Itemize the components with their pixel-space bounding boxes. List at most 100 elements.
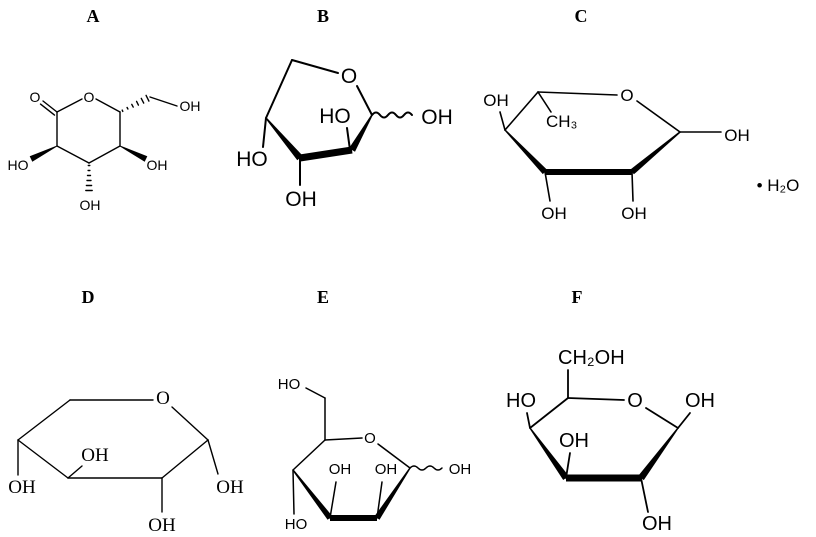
hash-mark	[135, 100, 140, 106]
bond	[526, 412, 531, 429]
bond	[329, 481, 337, 519]
bond	[631, 171, 634, 202]
bond	[265, 59, 293, 119]
atom-label: OH	[621, 204, 647, 223]
structure-a: O O OH HO OH OH	[8, 89, 201, 213]
hash-mark	[140, 97, 145, 104]
atom-label: OH	[180, 98, 201, 114]
bold-wedge-bond	[292, 469, 333, 520]
wavy-bond	[371, 111, 413, 119]
structure-d: O OH OH OH OH	[8, 388, 244, 536]
atom-label: O	[364, 430, 376, 447]
bond	[56, 98, 83, 113]
atom-label: OH	[80, 197, 101, 213]
atom-label: OH	[421, 106, 453, 129]
atom-label: OH	[8, 477, 36, 498]
bond	[504, 91, 539, 131]
bond	[149, 96, 178, 107]
bond	[305, 387, 326, 399]
wedge-fill	[566, 474, 641, 482]
atom-label: O	[84, 89, 95, 105]
wedge-fill	[504, 129, 548, 175]
atom-label: OH	[724, 126, 750, 145]
atom-label: OH	[148, 515, 176, 536]
hydrate-label: • H₂O	[757, 176, 800, 195]
atom-label: OH	[449, 461, 472, 478]
wedge-fill	[330, 515, 377, 521]
atom-label: HO	[8, 157, 29, 173]
bold-wedge-bond	[349, 114, 373, 152]
bond	[377, 443, 411, 469]
wedge-fill	[29, 145, 58, 162]
hashed-wedge-bond	[85, 164, 93, 192]
structure-a-bonds	[29, 94, 178, 192]
structure-f: CH₂OH O OH HO OH OH	[506, 347, 715, 535]
structure-d-bonds	[17, 399, 219, 513]
bond	[88, 145, 121, 164]
wavy-bond	[409, 465, 443, 471]
bond	[567, 397, 625, 401]
bond	[262, 117, 267, 148]
bold-bond	[545, 169, 632, 175]
hash-mark	[126, 106, 129, 110]
bold-wedge-bond	[504, 129, 548, 175]
hash-mark	[131, 103, 134, 108]
wedge-fill	[349, 114, 373, 152]
bond	[17, 399, 71, 441]
bond	[376, 481, 383, 519]
bond	[292, 469, 295, 515]
bond	[207, 439, 219, 475]
bold-wedge-bond	[638, 427, 679, 481]
atom-label: OH	[216, 477, 244, 498]
atom-label: OH	[375, 461, 398, 478]
bond	[636, 100, 681, 133]
panel-label-a: A	[87, 6, 100, 26]
structure-f-bonds	[526, 369, 691, 513]
atom-label: O	[620, 86, 633, 105]
structure-c: O OH CH₃ OH OH OH • H₂O	[483, 86, 799, 223]
bond	[677, 412, 691, 429]
bond	[640, 477, 649, 513]
structure-c-bonds	[499, 91, 722, 202]
panel-labels: A B C D E F	[82, 6, 588, 307]
bold-bond	[299, 146, 353, 162]
hash-mark	[121, 109, 124, 113]
wedge-fill	[529, 427, 569, 480]
atom-label: OH	[642, 513, 672, 535]
bond	[529, 397, 569, 429]
bond	[95, 98, 121, 113]
atom-label: OH	[285, 188, 317, 211]
bond	[291, 59, 339, 74]
atom-label: OH	[483, 91, 509, 110]
bold-wedge-bond	[630, 131, 681, 175]
atom-label: HO	[319, 105, 351, 128]
methyl-label: CH₃	[546, 112, 577, 131]
atom-label: OH	[329, 461, 352, 478]
structure-e-bonds	[292, 387, 443, 521]
wedge-fill	[119, 145, 148, 162]
atom-label: OH	[559, 430, 589, 452]
atom-label: OH	[541, 204, 567, 223]
hydroxymethyl-label: CH₂OH	[558, 347, 625, 369]
wedge-fill	[630, 131, 681, 175]
bold-wedge-bond	[119, 145, 148, 162]
wedge-fill	[265, 117, 303, 161]
carbonyl-bond	[42, 100, 58, 113]
wedge-fill	[299, 146, 353, 162]
bond	[537, 91, 618, 96]
bold-wedge-bond	[374, 467, 411, 520]
hash-mark	[145, 94, 150, 102]
bold-wedge-bond	[529, 427, 569, 480]
atom-label: OH	[147, 157, 168, 173]
atom-label: HO	[278, 376, 301, 393]
wedge-fill	[292, 469, 333, 520]
bond	[565, 452, 571, 479]
structure-b-bonds	[262, 59, 413, 186]
bold-wedge-bond	[29, 145, 58, 162]
atom-label: HO	[285, 516, 308, 533]
atom-label: O	[341, 65, 357, 88]
atom-label: HO	[236, 148, 268, 171]
carbonyl-bond	[39, 103, 56, 116]
panel-label-e: E	[317, 287, 329, 307]
